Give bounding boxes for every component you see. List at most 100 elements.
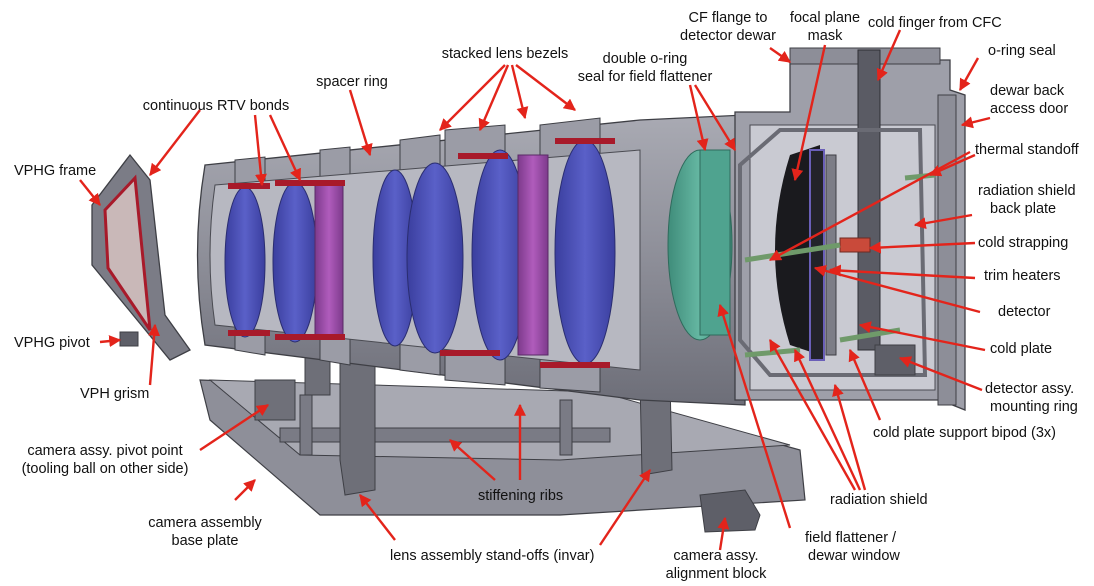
dewar-back-door [937,94,957,406]
arrow [876,29,902,82]
label-focal-plane-2: mask [808,28,843,44]
label-cold-plate: cold plate [990,341,1052,357]
arrow [813,264,981,314]
arrow [79,179,101,206]
label-rad-shield-back-1: radiation shield [978,183,1076,199]
label-cf-flange-2: detector dewar [680,28,776,44]
lens-element-purple [314,184,344,336]
arrow [717,516,730,551]
arrow [359,494,396,541]
cold-plate [825,154,837,356]
arrow [828,264,976,280]
arrow [768,338,857,491]
arrow [348,89,373,157]
arrow [199,403,270,452]
rtv-bond [458,153,508,159]
alignment-block [699,489,761,533]
arrow [898,356,983,392]
arrow [868,241,976,254]
lens-element-purple [517,154,549,356]
arrow [960,116,991,129]
arrow [848,348,882,421]
label-alignment-block-2: alignment block [666,566,767,582]
arrow [599,469,651,546]
arrow [793,348,862,491]
detector [809,149,825,361]
callout-arrows [79,29,991,551]
label-base-plate-1: camera assembly [148,515,262,531]
arrow [769,47,791,63]
arrow [478,64,510,132]
label-thermal-standoff: thermal standoff [975,142,1080,158]
arrow [791,44,827,182]
arrow [449,439,496,481]
rtv-bond [228,330,270,336]
rtv-bond [228,183,270,189]
arrow [958,57,980,92]
arrow [149,109,201,176]
stiffening-rib [559,399,573,456]
arrow [832,383,867,491]
detector-mount-ring [874,344,916,376]
label-dewar-back-2: access door [990,101,1068,117]
label-standoffs: lens assembly stand-offs (invar) [390,548,594,564]
bipod [744,242,841,263]
label-radiation-shield: radiation shield [830,492,928,508]
label-detector-assy-2: mounting ring [990,399,1078,415]
arrow [99,335,122,348]
arrow [510,64,529,120]
label-oring-seal: o-ring seal [988,43,1056,59]
rtv-bond [275,180,345,186]
rtv-bond [275,334,345,340]
label-dewar-back-1: dewar back [990,83,1065,99]
label-pivot-point-2: (tooling ball on other side) [22,461,189,477]
arrow [148,323,161,386]
bipod [744,347,801,358]
arrow [693,84,737,152]
label-cold-strapping: cold strapping [978,235,1068,251]
lens-element [554,139,616,365]
arrow [858,321,986,352]
arrow [234,479,256,501]
label-spacer-ring: spacer ring [316,74,388,90]
label-trim-heaters: trim heaters [984,268,1061,284]
arrow [253,114,267,187]
arrow [515,64,576,111]
rtv-bond [540,362,610,368]
cold-finger [857,49,881,351]
label-detector: detector [998,304,1051,320]
camera-illustration [91,47,966,533]
label-detector-assy-1: detector assy. [985,381,1074,397]
rtv-bond [555,138,615,144]
label-double-oring-1: double o-ring [603,51,688,67]
arrow [913,213,973,230]
label-rad-shield-back-2: back plate [990,201,1056,217]
label-stiffening-ribs: stiffening ribs [478,488,563,504]
callout-labels: VPHG frame continuous RTV bonds spacer r… [14,10,1080,582]
label-field-flattener-2: dewar window [808,548,900,564]
arrow [928,153,976,177]
lens-element [224,186,266,338]
arrow [268,114,302,182]
label-vph-grism: VPH grism [80,386,149,402]
label-rtv-bonds: continuous RTV bonds [143,98,289,114]
arrow [717,303,792,529]
label-base-plate-2: base plate [172,533,239,549]
field-flattener-edge [699,149,731,336]
label-alignment-block-1: camera assy. [673,548,758,564]
arrow [688,84,709,152]
label-pivot-point-1: camera assy. pivot point [27,443,182,459]
pivot-block [254,379,296,421]
label-cold-plate-bipod: cold plate support bipod (3x) [873,425,1056,441]
label-vphg-frame: VPHG frame [14,163,96,179]
rtv-bond [440,350,500,356]
label-vphg-pivot: VPHG pivot [14,335,90,351]
label-focal-plane-1: focal plane [790,10,860,26]
label-cold-finger: cold finger from CFC [868,15,1002,31]
arrow [439,64,506,131]
vphg-pivot [119,331,139,347]
stiffening-rib [299,394,313,456]
radiation-shield [738,128,928,377]
